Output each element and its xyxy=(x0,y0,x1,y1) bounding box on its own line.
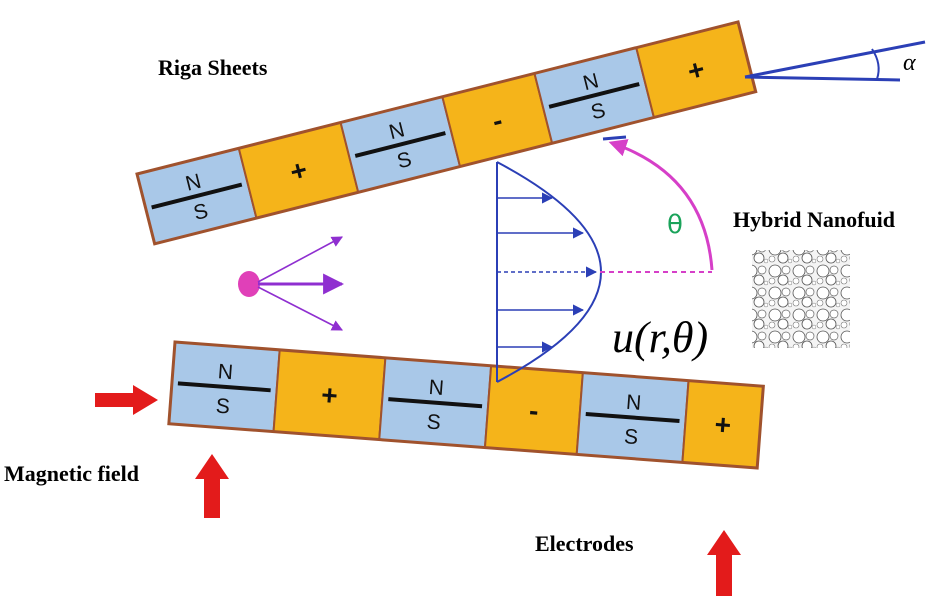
theta-label: θ xyxy=(667,210,683,240)
electrode-sign: + xyxy=(714,409,733,441)
electrodes-label: Electrodes xyxy=(535,531,634,556)
bottom-riga-sheet: NS+NS-NS+ xyxy=(167,340,765,470)
bottom_sheet-cell-electrode: - xyxy=(483,364,584,456)
magnet-divider xyxy=(585,412,680,424)
top_sheet-cell-electrode: + xyxy=(635,20,757,119)
bottom_sheet-cell-electrode: + xyxy=(272,348,387,441)
south-pole-label: S xyxy=(395,148,414,174)
top-riga-sheet: NS+NS-NS+ xyxy=(135,20,758,246)
nanofluid-texture xyxy=(752,250,850,348)
magnet-divider xyxy=(177,381,271,393)
north-pole-label: N xyxy=(581,69,601,95)
theta-tick xyxy=(602,135,627,141)
electrode-sign: - xyxy=(528,395,540,427)
south-pole-label: S xyxy=(426,410,442,434)
alpha-arc xyxy=(871,48,880,80)
south-pole-label: S xyxy=(191,199,210,225)
spray-arrow-down xyxy=(257,286,343,331)
top_sheet-cell-electrode: - xyxy=(441,72,554,168)
north-pole-label: N xyxy=(625,391,642,415)
south-pole-label: S xyxy=(215,395,231,419)
magnet-divider xyxy=(151,182,243,210)
alpha-angle-indicator: α xyxy=(744,40,926,82)
alpha-line-lower xyxy=(744,75,901,82)
top-sheet-frame xyxy=(135,20,758,246)
electrode-sign: + xyxy=(684,53,707,87)
velocity-profile xyxy=(496,161,602,383)
riga-sheets-label: Riga Sheets xyxy=(158,55,268,80)
bottom_sheet-cell-magnet: NS xyxy=(378,356,493,449)
top_sheet-cell-magnet: NS xyxy=(339,95,462,194)
magnetic-arrow-vertical xyxy=(195,454,229,518)
magnetic-arrow-horizontal xyxy=(95,385,158,415)
hybrid-nanofluid-label: Hybrid Nanofuid xyxy=(733,207,895,232)
bottom_sheet-cell-magnet: NS xyxy=(167,340,281,433)
electrode-arrow xyxy=(707,530,741,596)
top_sheet-cell-magnet: NS xyxy=(135,147,258,246)
north-pole-label: N xyxy=(387,118,407,144)
magnet-divider xyxy=(354,131,446,158)
theta-arc xyxy=(608,139,714,271)
bottom_sheet-cell-magnet: NS xyxy=(575,371,690,464)
north-pole-label: N xyxy=(183,170,203,196)
velocity-symbol: u xyxy=(612,313,634,362)
velocity-args: (r,θ) xyxy=(634,313,708,362)
magnetic-field-arrows xyxy=(95,385,229,518)
electrode-sign: + xyxy=(287,154,310,188)
source-spray xyxy=(238,236,345,331)
magnetic-field-label: Magnetic field xyxy=(4,461,139,486)
alpha-line-upper xyxy=(744,40,926,79)
top_sheet-cell-electrode: + xyxy=(237,121,360,220)
magnet-divider xyxy=(548,82,640,109)
bottom-sheet-frame xyxy=(167,340,765,470)
top_sheet-cell-magnet: NS xyxy=(533,46,656,145)
alpha-label: α xyxy=(903,50,916,76)
north-pole-label: N xyxy=(428,376,445,400)
velocity-label: u(r,θ) xyxy=(612,313,708,362)
electrode-sign: + xyxy=(320,379,339,411)
south-pole-label: S xyxy=(589,99,608,125)
south-pole-label: S xyxy=(623,425,639,449)
north-pole-label: N xyxy=(217,360,234,384)
source-dot xyxy=(238,271,260,297)
bottom_sheet-cell-electrode: + xyxy=(681,379,765,470)
spray-arrow-up xyxy=(257,236,343,283)
magnet-divider xyxy=(388,397,483,409)
